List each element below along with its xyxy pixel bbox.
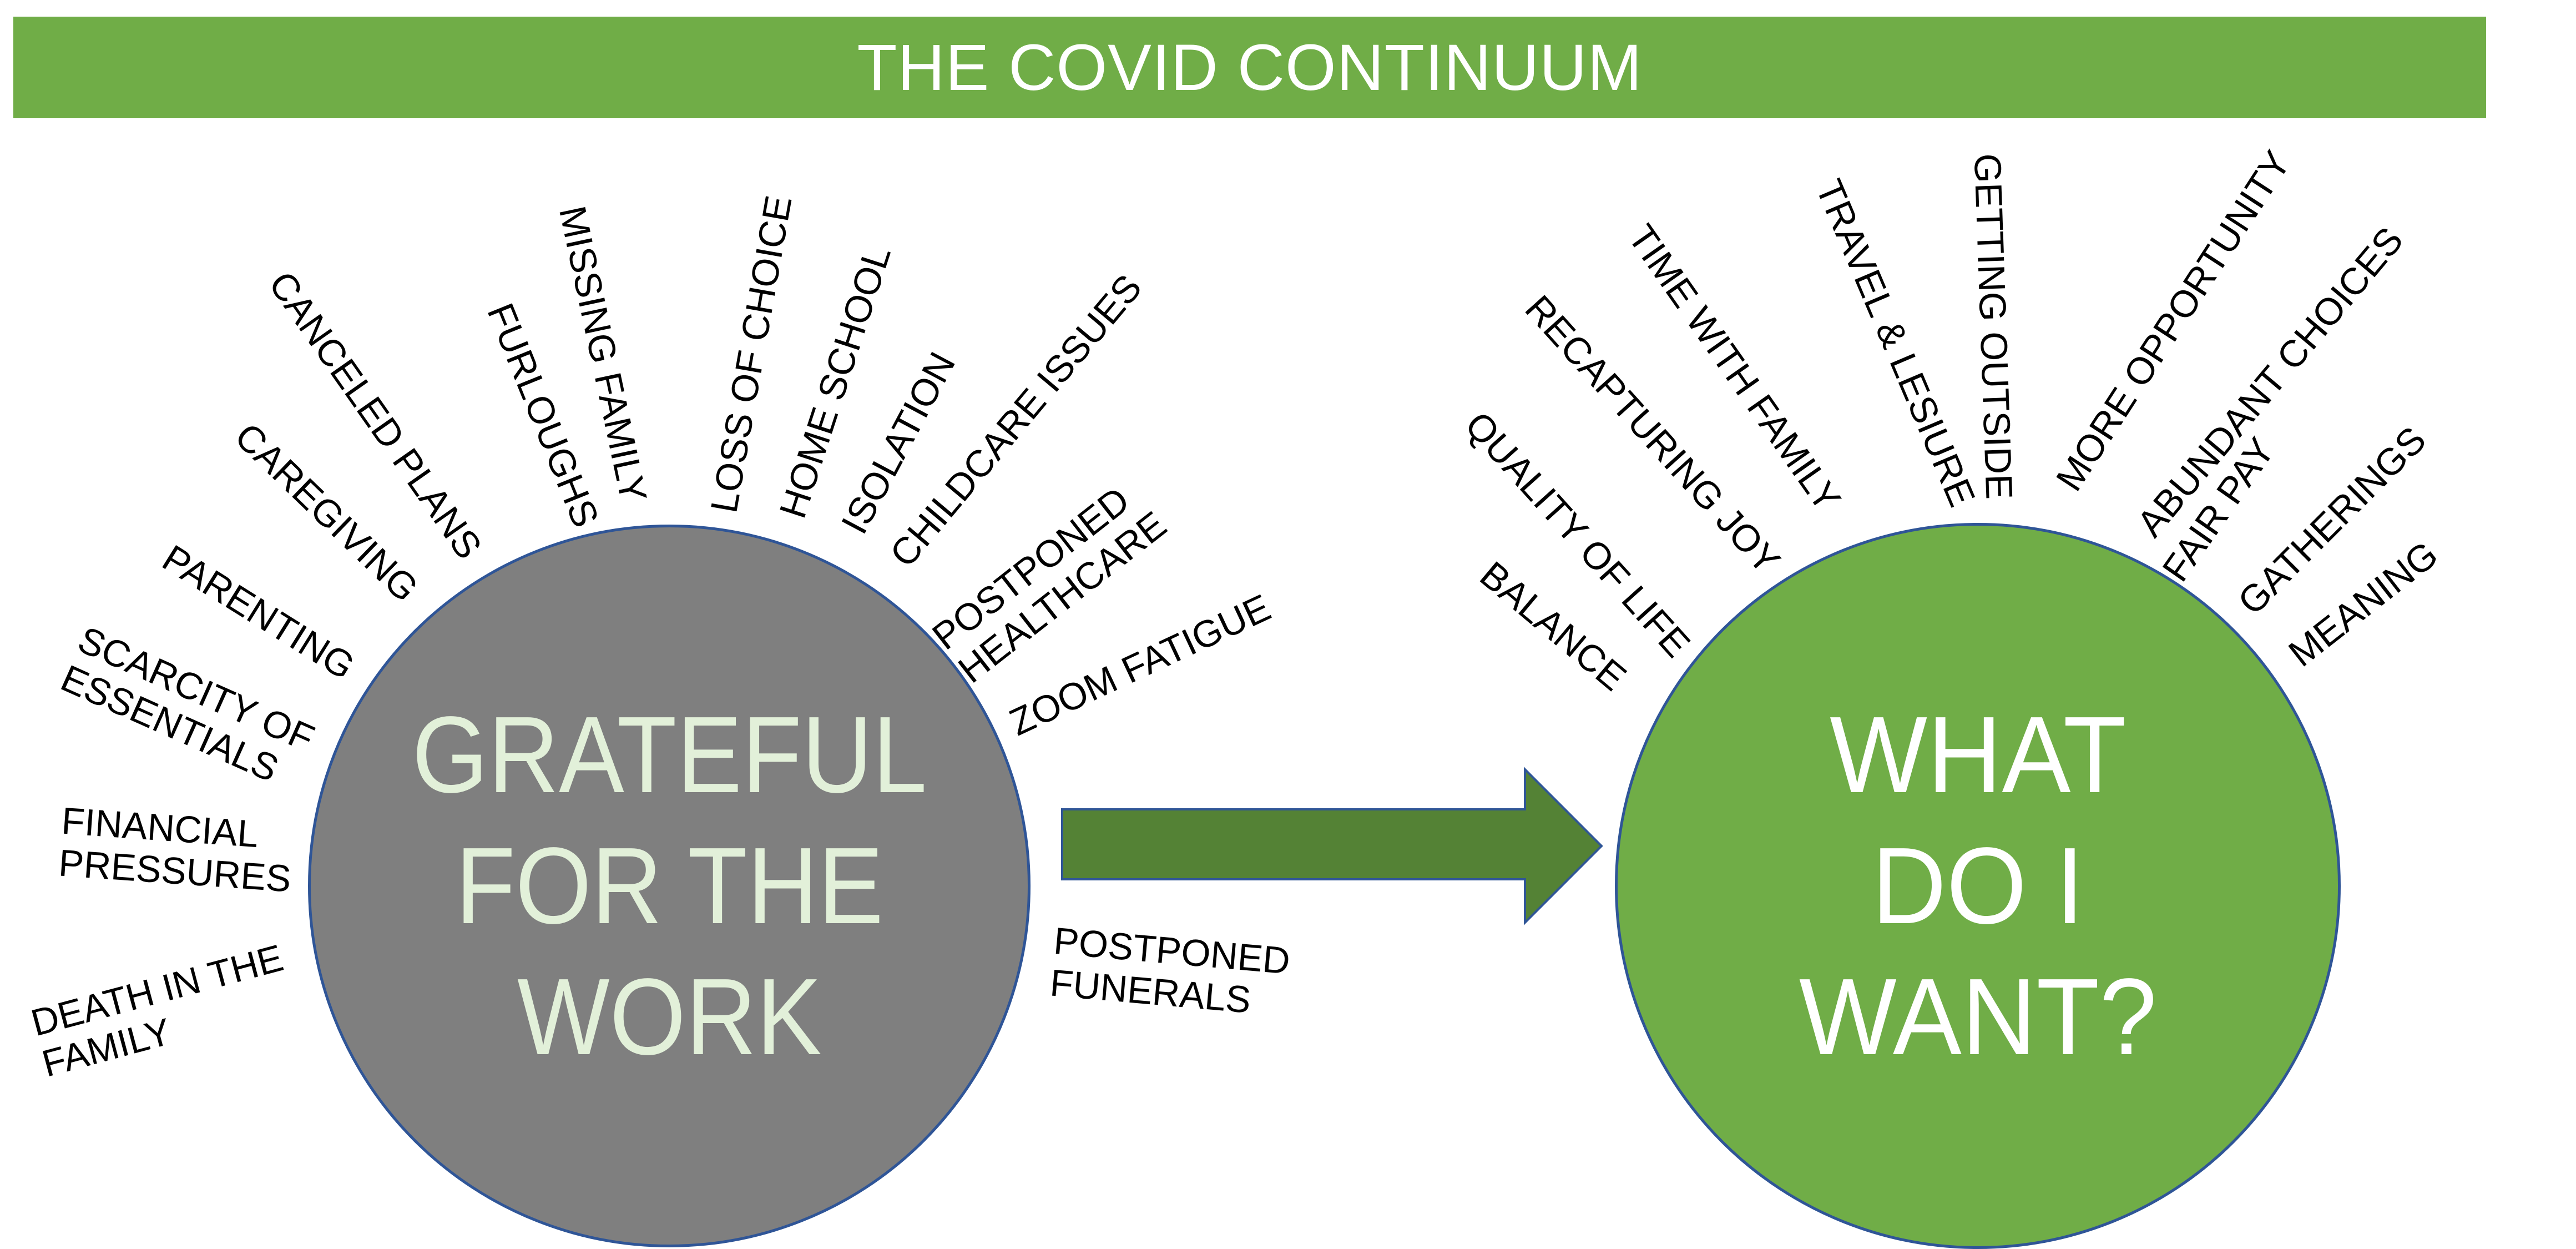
diagram-title: THE COVID CONTINUUM (857, 31, 1643, 104)
label-financial-pressures: FINANCIAL PRESSURES (57, 799, 292, 900)
what-do-i-want-circle: WHAT DO I WANT? (1615, 523, 2341, 1249)
right-arrow-icon (1061, 767, 1603, 925)
grateful-for-the-work-circle: GRATEFUL FOR THE WORK (308, 525, 1031, 1247)
title-banner: THE COVID CONTINUUM (13, 17, 2486, 118)
left-circle-text: GRATEFUL FOR THE WORK (412, 694, 927, 1077)
right-circle-text: WHAT DO I WANT? (1799, 694, 2157, 1077)
